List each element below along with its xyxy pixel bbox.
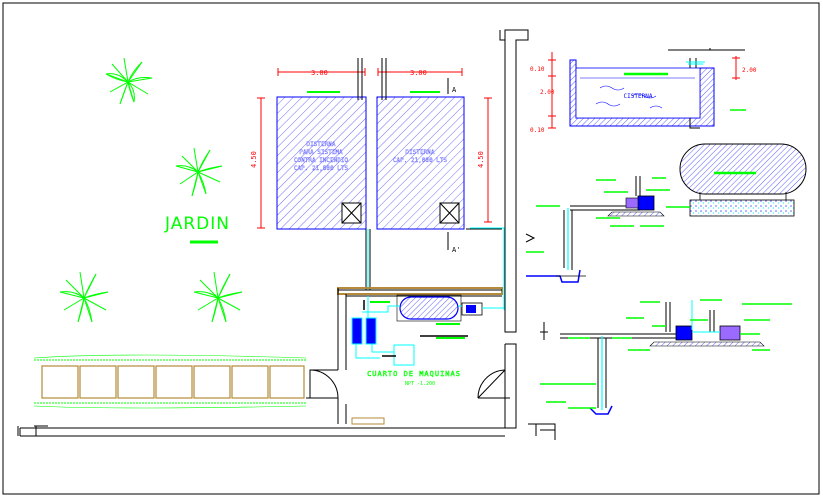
section-dim-2: 2.00 [540, 89, 555, 96]
break-line [525, 233, 536, 243]
plant-icon [175, 147, 223, 197]
tank-left-line3: CONTRA INCENDIO [294, 157, 349, 164]
tank-right-line2: CAP. 21,000 LTS [393, 157, 448, 164]
tank-left-line2: PARA SISTEMA [299, 149, 343, 156]
tank-left-line1: DISTERNA [307, 141, 336, 148]
supply-pipes [357, 58, 387, 100]
plant-icon [193, 271, 243, 323]
dimension-lines [257, 68, 492, 229]
garden-plants [59, 57, 243, 323]
plant-icon [59, 271, 109, 323]
wall-center [499, 29, 529, 429]
plant-icon [105, 57, 153, 105]
dim-right-width: 3.00 [410, 69, 427, 77]
tank-base [689, 199, 795, 217]
equipment-frame [396, 294, 462, 322]
door-left [306, 369, 339, 404]
tank-supports [699, 192, 787, 200]
filter-unit [365, 317, 377, 345]
pump-detail-1 [526, 176, 665, 283]
pressure-tank [399, 296, 459, 320]
step [351, 417, 385, 425]
section-mark-bottom: A' [452, 246, 460, 254]
machine-room-subtitle: NPT -1.200 [405, 381, 435, 387]
section-mark-top: A [452, 86, 457, 94]
dim-left-width: 3.00 [311, 69, 328, 77]
section-label: CISTERNA [624, 93, 653, 100]
cistern-section [569, 48, 745, 129]
wall-bottom [17, 423, 556, 440]
tank-right-line1: DISTERNA [406, 149, 435, 156]
pump-detail-1-labels [526, 177, 690, 253]
section-dim-4: 2.00 [742, 67, 757, 74]
dim-left-height: 4.50 [250, 151, 258, 168]
section-dim-3: 0.10 [530, 127, 545, 134]
cyan-pipes [367, 227, 505, 310]
section-dim-1: 0.10 [530, 66, 545, 73]
machine-pipes [355, 296, 504, 359]
planter-boxes [33, 354, 307, 409]
room-labels [370, 301, 465, 339]
pump-detail-2 [540, 300, 765, 415]
garden-label: JARDIN [164, 214, 230, 234]
door-right [477, 369, 510, 399]
pump-motor [466, 305, 476, 313]
machine-room-title: CUARTO DE MAQUINAS [367, 370, 461, 378]
machine-pipes-black [363, 300, 468, 357]
pump-detail-2-labels [540, 299, 792, 409]
floor-drain [393, 344, 415, 366]
machine-room-walls [337, 287, 503, 424]
dim-right-height: 4.50 [477, 151, 485, 168]
tank-left-line4: CAP. 21,000 LTS [294, 165, 349, 172]
horizontal-tank [679, 143, 807, 195]
tank-pipes [365, 228, 502, 290]
filter-unit [351, 317, 363, 345]
section-dims [548, 52, 740, 129]
